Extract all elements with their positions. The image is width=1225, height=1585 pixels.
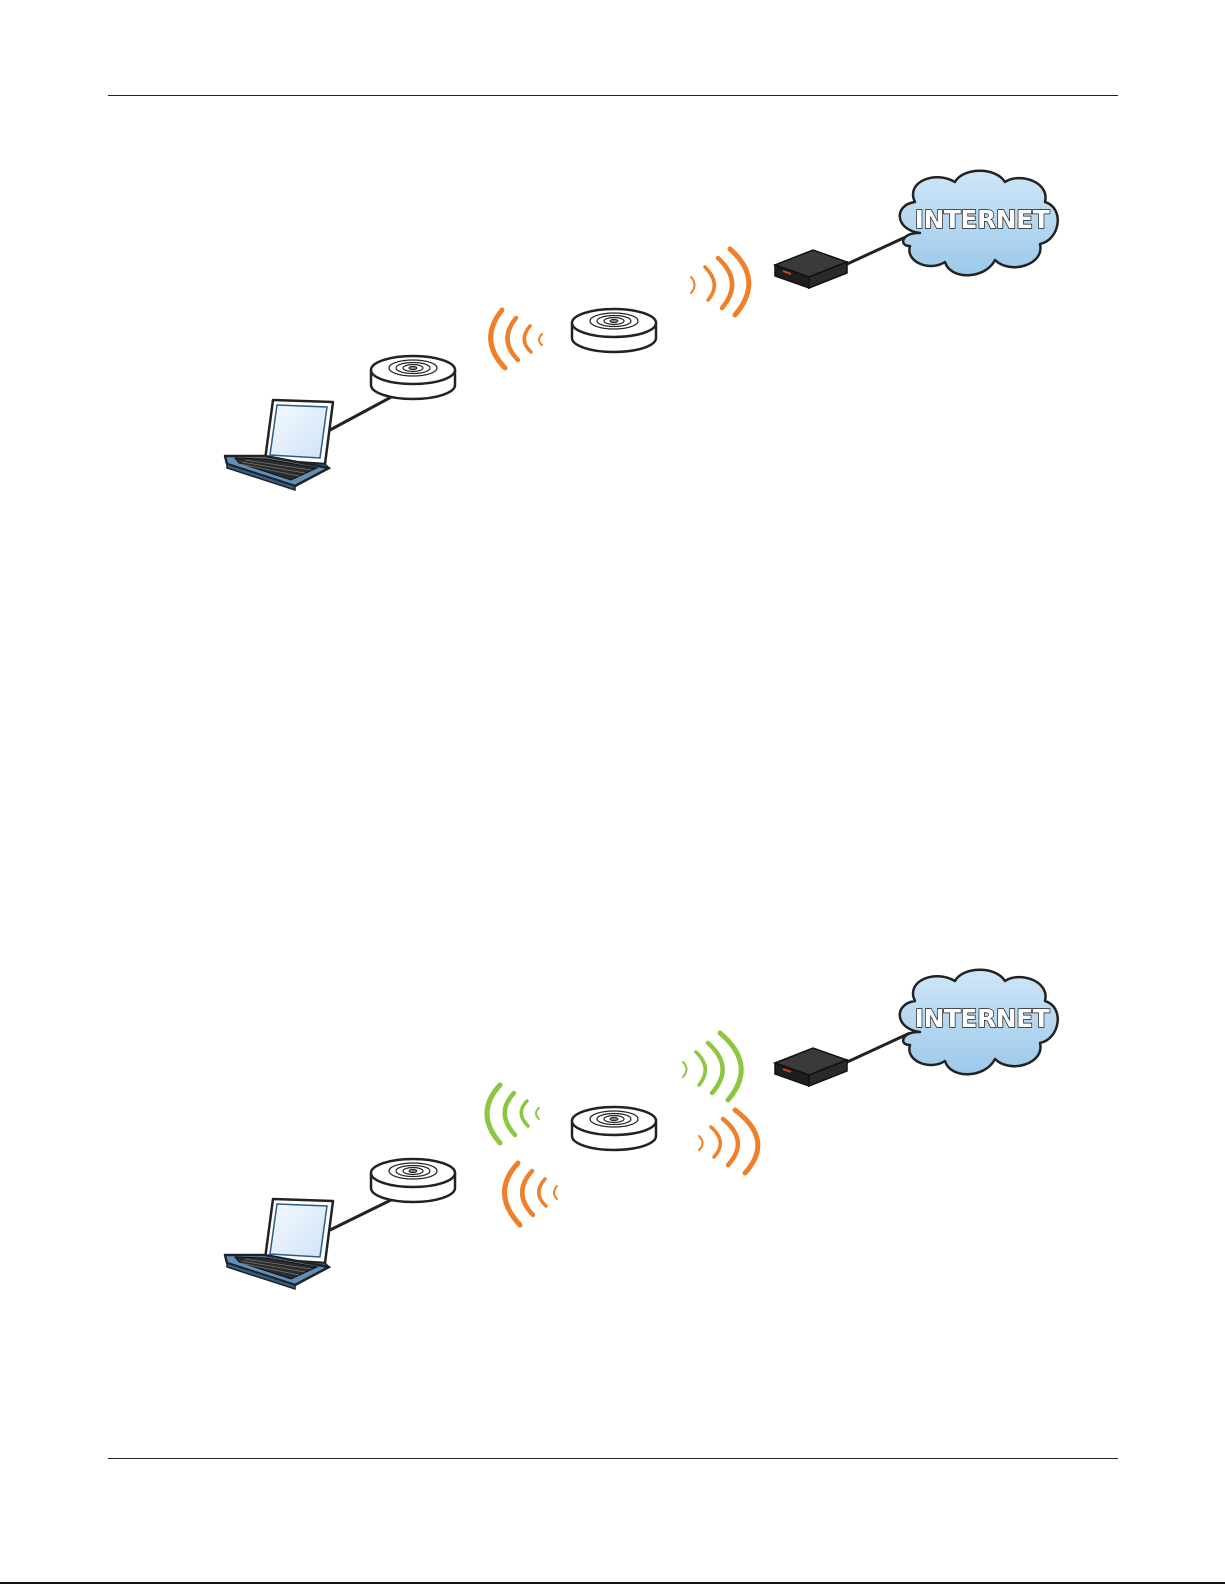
diagram-single-band: INTERNET <box>0 150 1225 550</box>
access-point-icon <box>572 309 656 352</box>
wifi-signal-icon <box>491 310 542 368</box>
router-icon <box>775 1048 847 1086</box>
cloud-label: INTERNET <box>915 1004 1050 1033</box>
wifi-signal-icon <box>699 1110 758 1173</box>
router-cloud-cable <box>845 235 910 265</box>
wifi-signal-icon <box>691 249 749 315</box>
access-point-icon <box>371 356 455 399</box>
laptop-icon <box>225 1199 333 1289</box>
laptop-ap-cable <box>330 1198 395 1230</box>
diagram-2-svg: INTERNET <box>0 955 1225 1355</box>
header-rule <box>108 95 1118 96</box>
cloud-label: INTERNET <box>915 205 1050 234</box>
access-point-icon <box>572 1107 656 1150</box>
footer-rule <box>108 1458 1118 1459</box>
diagram-dual-band: INTERNET <box>0 955 1225 1355</box>
router-cloud-cable <box>845 1033 910 1063</box>
page-edge-rule <box>0 1582 1225 1584</box>
internet-cloud-icon: INTERNET <box>900 970 1058 1075</box>
internet-cloud-icon: INTERNET <box>900 171 1058 276</box>
access-point-icon <box>371 1159 455 1202</box>
diagram-1-svg: INTERNET <box>0 150 1225 550</box>
router-icon <box>775 250 847 288</box>
laptop-icon <box>225 400 333 490</box>
wifi-signal-icon <box>487 1085 539 1143</box>
wifi-signal-icon <box>504 1163 557 1225</box>
laptop-ap-cable <box>330 395 395 430</box>
wifi-signal-icon <box>683 1033 741 1100</box>
